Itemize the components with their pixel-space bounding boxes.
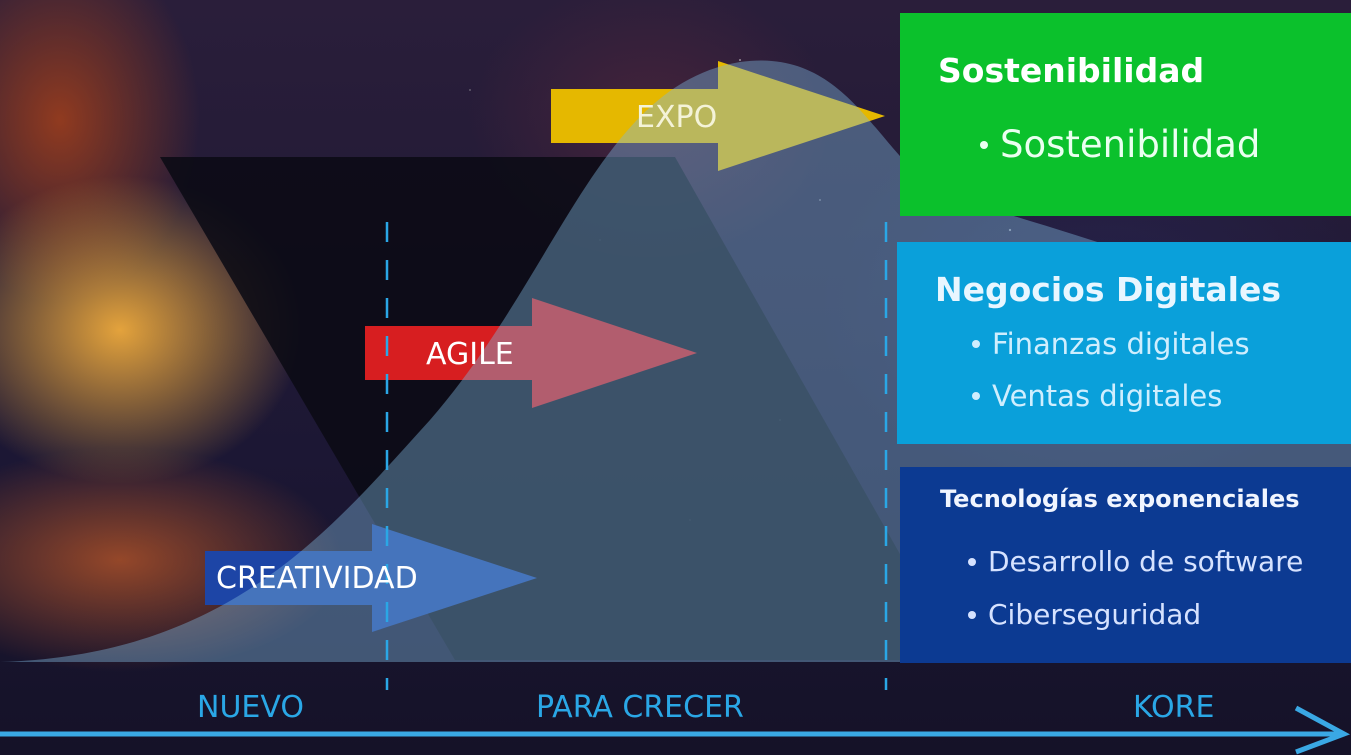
finanzas-digitales-item: Finanzas digitales bbox=[992, 327, 1250, 361]
funnel-triangle bbox=[160, 157, 960, 660]
tecnologias-exponenciales-title: Tecnologías exponenciales bbox=[940, 485, 1300, 513]
negocios-digitales-title: Negocios Digitales bbox=[935, 270, 1281, 309]
agile-label: AGILE bbox=[426, 337, 514, 372]
agile-arrow bbox=[365, 298, 697, 408]
expo-arrow bbox=[551, 61, 885, 171]
sostenibilidad-list: Sostenibilidad bbox=[1000, 123, 1260, 166]
expo-label: EXPO bbox=[636, 100, 718, 135]
creatividad-arrow bbox=[205, 524, 537, 632]
stage-label-nuevo: NUEVO bbox=[197, 690, 304, 725]
ciberseguridad-item: Ciberseguridad bbox=[988, 598, 1303, 631]
tecnologias-exponenciales-panel: Tecnologías exponenciales Desarrollo de … bbox=[900, 467, 1351, 663]
negocios-digitales-list: Finanzas digitales Ventas digitales bbox=[992, 327, 1250, 431]
stage-label-para-crecer: PARA CRECER bbox=[536, 690, 744, 725]
sostenibilidad-item: Sostenibilidad bbox=[1000, 123, 1261, 166]
ventas-digitales-item: Ventas digitales bbox=[992, 379, 1250, 413]
negocios-digitales-panel: Negocios Digitales Finanzas digitales Ve… bbox=[897, 242, 1351, 444]
sostenibilidad-title: Sostenibilidad bbox=[938, 51, 1205, 90]
stage-label-kore: KORE bbox=[1133, 690, 1215, 725]
axis-arrowhead bbox=[1294, 705, 1351, 755]
tecnologias-exponenciales-list: Desarrollo de software Ciberseguridad bbox=[988, 545, 1303, 651]
desarrollo-software-item: Desarrollo de software bbox=[988, 545, 1304, 578]
sostenibilidad-panel: Sostenibilidad Sostenibilidad bbox=[900, 13, 1351, 216]
creatividad-label: CREATIVIDAD bbox=[216, 561, 418, 596]
